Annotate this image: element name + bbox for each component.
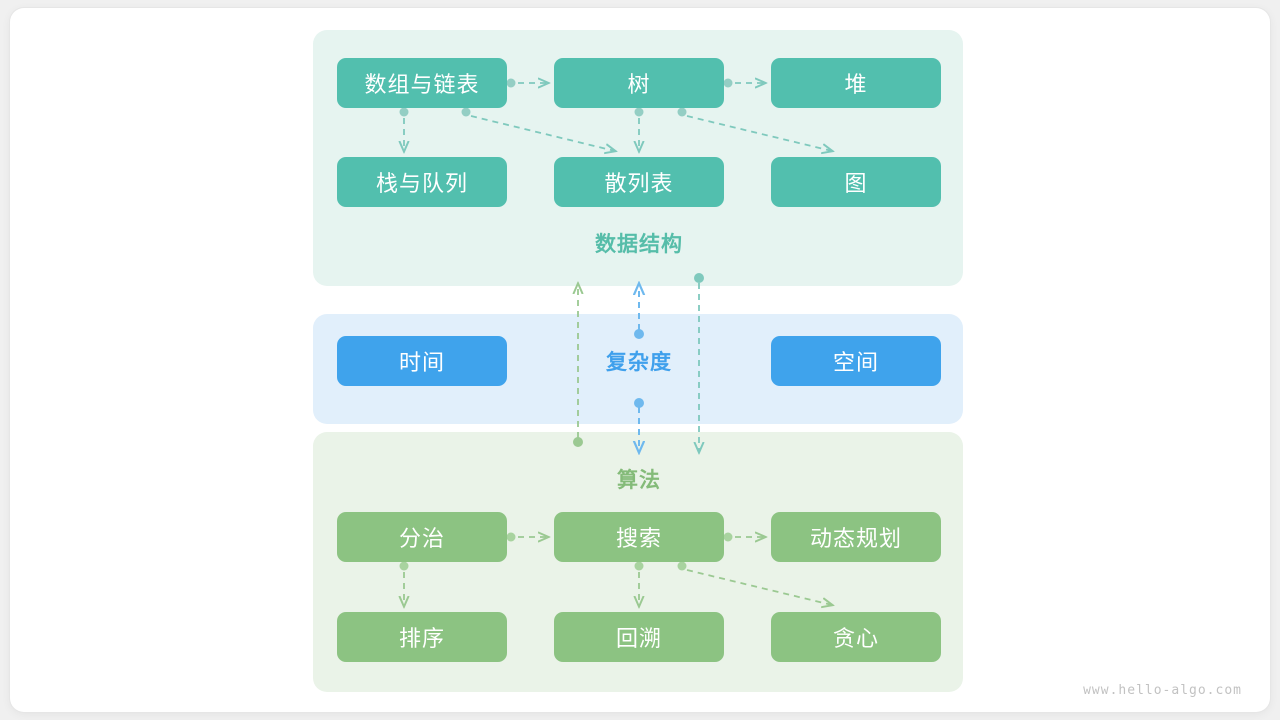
- node-stack-queue[interactable]: 栈与队列: [337, 157, 507, 207]
- section-caption-complexity: 复杂度: [606, 351, 672, 374]
- page-card: 数组与链表 树 堆 栈与队列 散列表 图 数据结构 时间 空间 复杂度 算法 分…: [10, 8, 1270, 712]
- node-array-linkedlist[interactable]: 数组与链表: [337, 58, 507, 108]
- diagram-stage: 数组与链表 树 堆 栈与队列 散列表 图 数据结构 时间 空间 复杂度 算法 分…: [10, 8, 1270, 712]
- section-caption-algorithm: 算法: [617, 469, 661, 492]
- node-space-complexity[interactable]: 空间: [771, 336, 941, 386]
- site-watermark: www.hello-algo.com: [1083, 683, 1242, 698]
- node-heap[interactable]: 堆: [771, 58, 941, 108]
- node-graph[interactable]: 图: [771, 157, 941, 207]
- section-caption-data-structure: 数据结构: [595, 233, 683, 256]
- node-tree[interactable]: 树: [554, 58, 724, 108]
- node-time-complexity[interactable]: 时间: [337, 336, 507, 386]
- node-hash-table[interactable]: 散列表: [554, 157, 724, 207]
- node-backtracking[interactable]: 回溯: [554, 612, 724, 662]
- node-dynamic-programming[interactable]: 动态规划: [771, 512, 941, 562]
- node-divide-conquer[interactable]: 分治: [337, 512, 507, 562]
- node-greedy[interactable]: 贪心: [771, 612, 941, 662]
- node-search[interactable]: 搜索: [554, 512, 724, 562]
- node-sorting[interactable]: 排序: [337, 612, 507, 662]
